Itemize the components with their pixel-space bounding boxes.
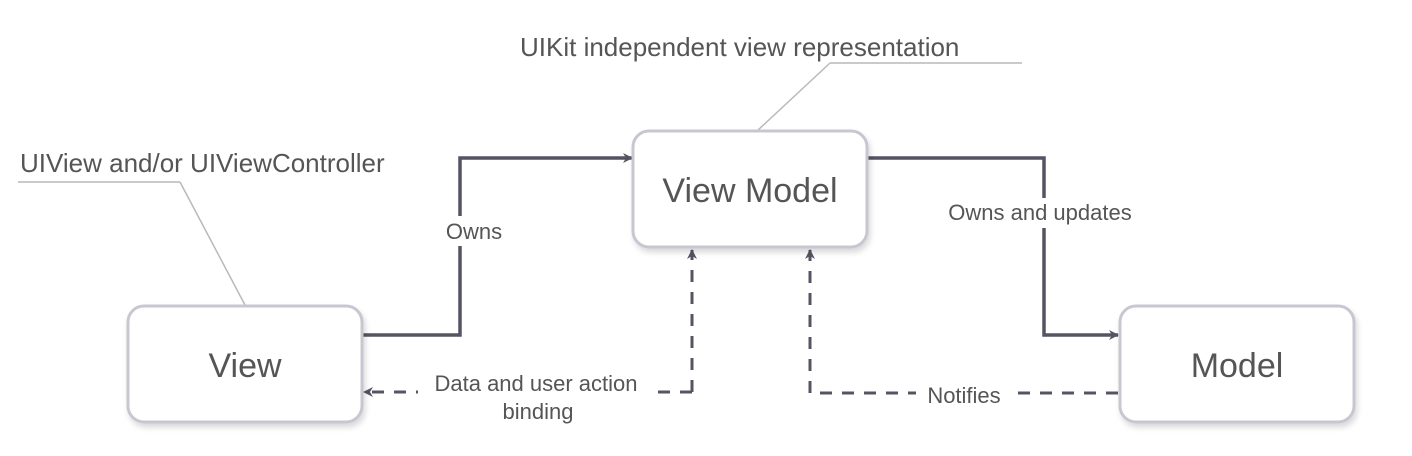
edge-owns-label: Owns [446,219,502,244]
node-view-label: View [208,347,282,385]
edge-owns [362,153,633,337]
edge-notifies-label: Notifies [927,383,1000,408]
edge-binding-label-line2: binding [503,399,574,424]
edge-notifies [805,249,1118,395]
node-model-label: Model [1191,347,1284,385]
edge-owns-and-updates-label: Owns and updates [948,200,1131,225]
node-view-model-label: View Model [662,172,837,210]
view-model-note-label: UIKit independent view representation [520,32,959,62]
view-model-note-leader [756,62,1022,132]
edge-binding-label-line1: Data and user action [434,371,637,396]
node-model: Model [1118,304,1356,424]
node-view: View [126,304,364,424]
view-note-leader [18,181,246,306]
edge-owns-and-updates [867,156,1119,340]
view-note-label: UIView and/or UIViewController [20,148,385,178]
node-view-model: View Model [631,129,869,249]
